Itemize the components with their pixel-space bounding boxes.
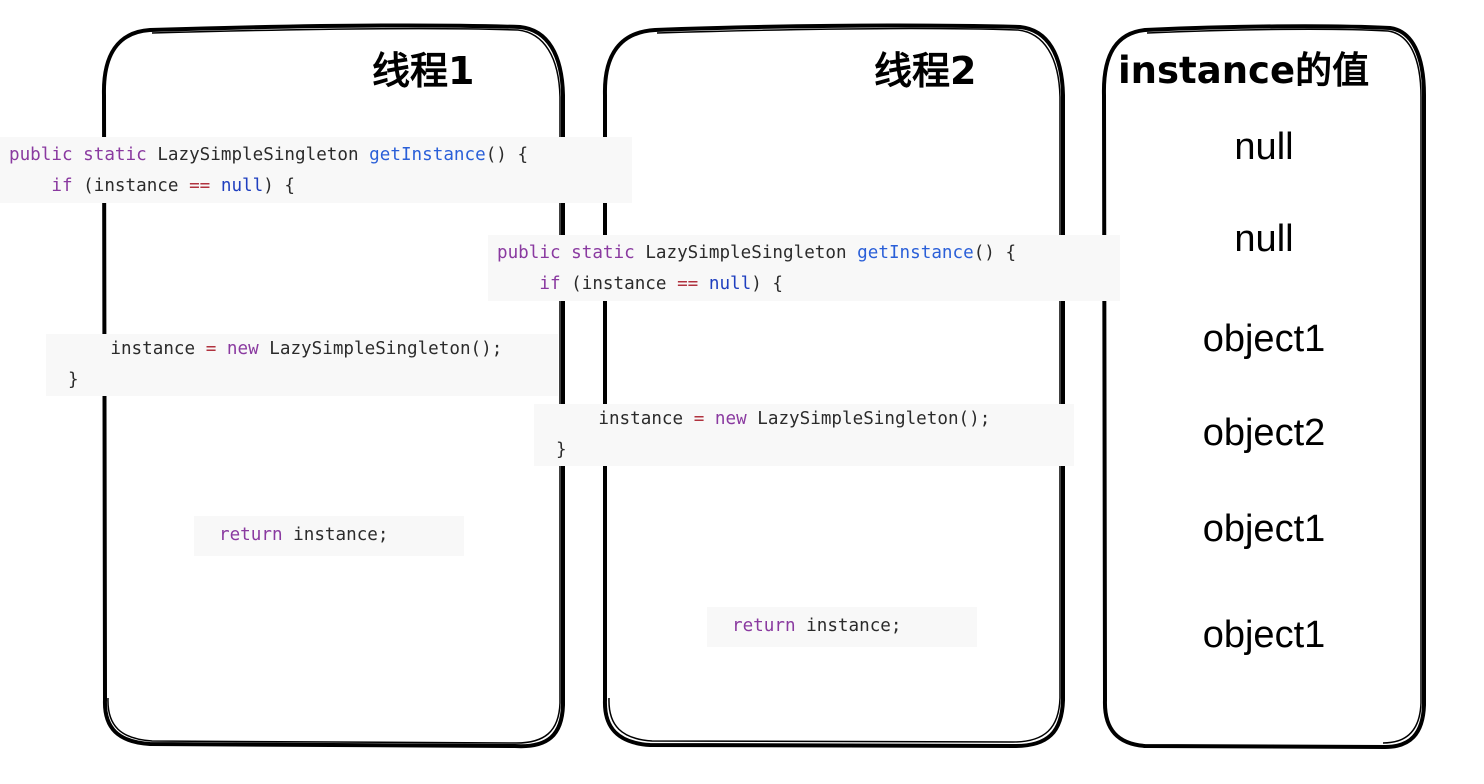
closing-brace: } xyxy=(556,440,567,460)
code-line: return instance; xyxy=(219,520,464,551)
code-line: instance = new LazySimpleSingleton(); xyxy=(68,334,558,365)
instance-value-step-3: object1 xyxy=(1202,318,1326,360)
code-punctuation: () { xyxy=(485,145,529,165)
keyword-if: if xyxy=(51,176,73,196)
keyword-static: static xyxy=(83,145,147,165)
code-line: return instance; xyxy=(732,611,977,642)
keyword-new: new xyxy=(714,409,747,429)
code-text: (instance xyxy=(83,176,179,196)
closing-brace: } xyxy=(68,370,79,390)
instance-value-step-2: null xyxy=(1234,218,1294,260)
code-line: if (instance == null) { xyxy=(9,171,632,202)
keyword-return: return xyxy=(219,525,283,545)
thread2-getinstance-code: public static LazySimpleSingleton getIns… xyxy=(488,235,1120,301)
instance-value-step-6: object1 xyxy=(1202,614,1326,656)
value-column-frame-trace xyxy=(1146,28,1422,744)
thread1-assign-code: instance = new LazySimpleSingleton();} xyxy=(46,334,558,396)
code-text: LazySimpleSingleton(); xyxy=(269,339,503,359)
thread1-title: 线程1 xyxy=(372,49,475,93)
thread1-getinstance-code: public static LazySimpleSingleton getIns… xyxy=(0,137,632,203)
code-punctuation: ) { xyxy=(263,176,296,196)
operator-equals: == xyxy=(189,176,211,196)
code-line: } xyxy=(68,365,558,396)
thread2-title: 线程2 xyxy=(874,49,977,93)
code-text: instance; xyxy=(293,525,389,545)
thread1-column-frame xyxy=(101,23,565,749)
type-name: LazySimpleSingleton xyxy=(645,243,847,263)
instance-value-title: instance的值 xyxy=(1118,49,1370,92)
code-punctuation: ) { xyxy=(751,274,784,294)
literal-null: null xyxy=(708,274,752,294)
method-name: getInstance xyxy=(857,243,974,263)
thread1-column-frame-trace xyxy=(107,27,561,744)
keyword-if: if xyxy=(539,274,561,294)
thread2-column-frame xyxy=(602,23,1065,748)
literal-null: null xyxy=(220,176,264,196)
code-line: } xyxy=(556,435,1074,466)
method-name: getInstance xyxy=(369,145,486,165)
code-line: public static LazySimpleSingleton getIns… xyxy=(9,140,632,171)
keyword-return: return xyxy=(732,616,796,636)
operator-assign: = xyxy=(205,339,217,359)
keyword-public: public xyxy=(9,145,73,165)
instance-value-step-1: null xyxy=(1234,126,1294,168)
value-column-frame xyxy=(1101,24,1426,749)
instance-value-step-4: object2 xyxy=(1202,412,1326,454)
code-line: public static LazySimpleSingleton getIns… xyxy=(497,238,1120,269)
code-text: instance xyxy=(598,409,684,429)
thread2-column-frame-trace xyxy=(608,27,1061,743)
keyword-static: static xyxy=(571,243,635,263)
code-line: instance = new LazySimpleSingleton(); xyxy=(556,404,1074,435)
thread2-return-code: return instance; xyxy=(707,607,977,647)
code-text: instance; xyxy=(806,616,902,636)
thread2-assign-code: instance = new LazySimpleSingleton();} xyxy=(534,404,1074,466)
instance-value-step-5: object1 xyxy=(1202,508,1326,550)
type-name: LazySimpleSingleton xyxy=(157,145,359,165)
code-text: instance xyxy=(110,339,196,359)
code-text: (instance xyxy=(571,274,667,294)
keyword-new: new xyxy=(226,339,259,359)
keyword-public: public xyxy=(497,243,561,263)
code-punctuation: () { xyxy=(973,243,1017,263)
code-line: if (instance == null) { xyxy=(497,269,1120,300)
operator-assign: = xyxy=(693,409,705,429)
thread1-return-code: return instance; xyxy=(194,516,464,556)
code-text: LazySimpleSingleton(); xyxy=(757,409,991,429)
operator-equals: == xyxy=(677,274,699,294)
